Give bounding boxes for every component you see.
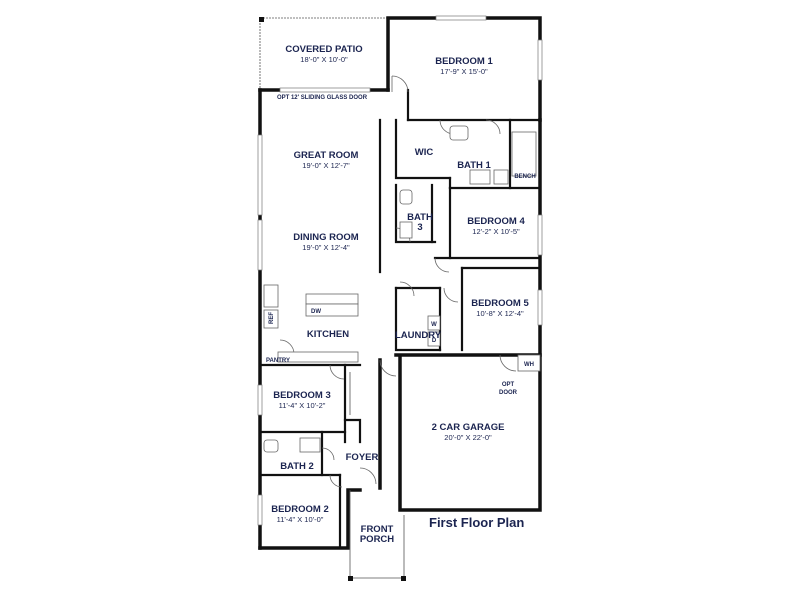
garage-label: 2 CAR GARAGE [432,422,505,433]
bench-label: BENCH [514,174,535,180]
bedroom-4-dims: 12'-2" X 10'-5" [472,227,520,236]
plan-title: First Floor Plan [429,515,525,530]
dw-label: DW [311,309,321,315]
opt-door-label-2: DOOR [499,390,518,396]
interior-walls [258,88,542,550]
wic-label: WIC [415,147,434,158]
laundry-label: LAUNDRY [395,330,442,341]
dining-room-dims: 19'-0" X 12'-4" [302,243,350,252]
foyer-label: FOYER [346,452,379,463]
dining-room-label: DINING ROOM [293,232,359,243]
opt-door-label: OPT [502,382,515,388]
washer-label: W [431,322,437,328]
bedroom-2-label: BEDROOM 2 [271,504,329,515]
bedroom-3-dims: 11'-4" X 10'-2" [279,401,326,410]
bedroom-2-dims: 11'-4" X 10'-0" [277,515,324,524]
bath-2-label: BATH 2 [280,461,314,472]
covered-patio-label: COVERED PATIO [285,44,362,55]
pantry-label: PANTRY [266,358,290,364]
bedroom-5-label: BEDROOM 5 [471,298,529,309]
bedroom-1-label: BEDROOM 1 [435,56,493,67]
windows [257,15,543,526]
bedroom-5-dims: 10'-8" X 12'-4" [476,309,524,318]
room-labels: COVERED PATIO 18'-0" X 10'-0" OPT 12' SL… [266,44,536,545]
front-porch-label: FRONT [361,524,394,535]
garage-dims: 20'-0" X 22'-0" [444,433,492,442]
great-room-dims: 19'-0" X 12'-7" [302,161,350,170]
sliding-door-label: OPT 12' SLIDING GLASS DOOR [277,95,368,101]
doors [279,75,517,488]
wh-label: WH [524,362,534,368]
bedroom-4-label: BEDROOM 4 [467,216,525,227]
fixtures [263,125,541,453]
bath-3-label: BATH [407,212,433,223]
great-room-label: GREAT ROOM [294,150,359,161]
bedroom-1-dims: 17'-9" X 15'-0" [440,67,488,76]
covered-patio-dims: 18'-0" X 10'-0" [300,55,348,64]
bath-1-label: BATH 1 [457,160,491,171]
bedroom-3-label: BEDROOM 3 [273,390,331,401]
bath-3-number: 3 [417,222,422,233]
dryer-label: D [432,338,437,344]
ref-label: REF [269,312,275,324]
kitchen-label: KITCHEN [307,329,349,340]
front-porch-label-2: PORCH [360,534,394,545]
